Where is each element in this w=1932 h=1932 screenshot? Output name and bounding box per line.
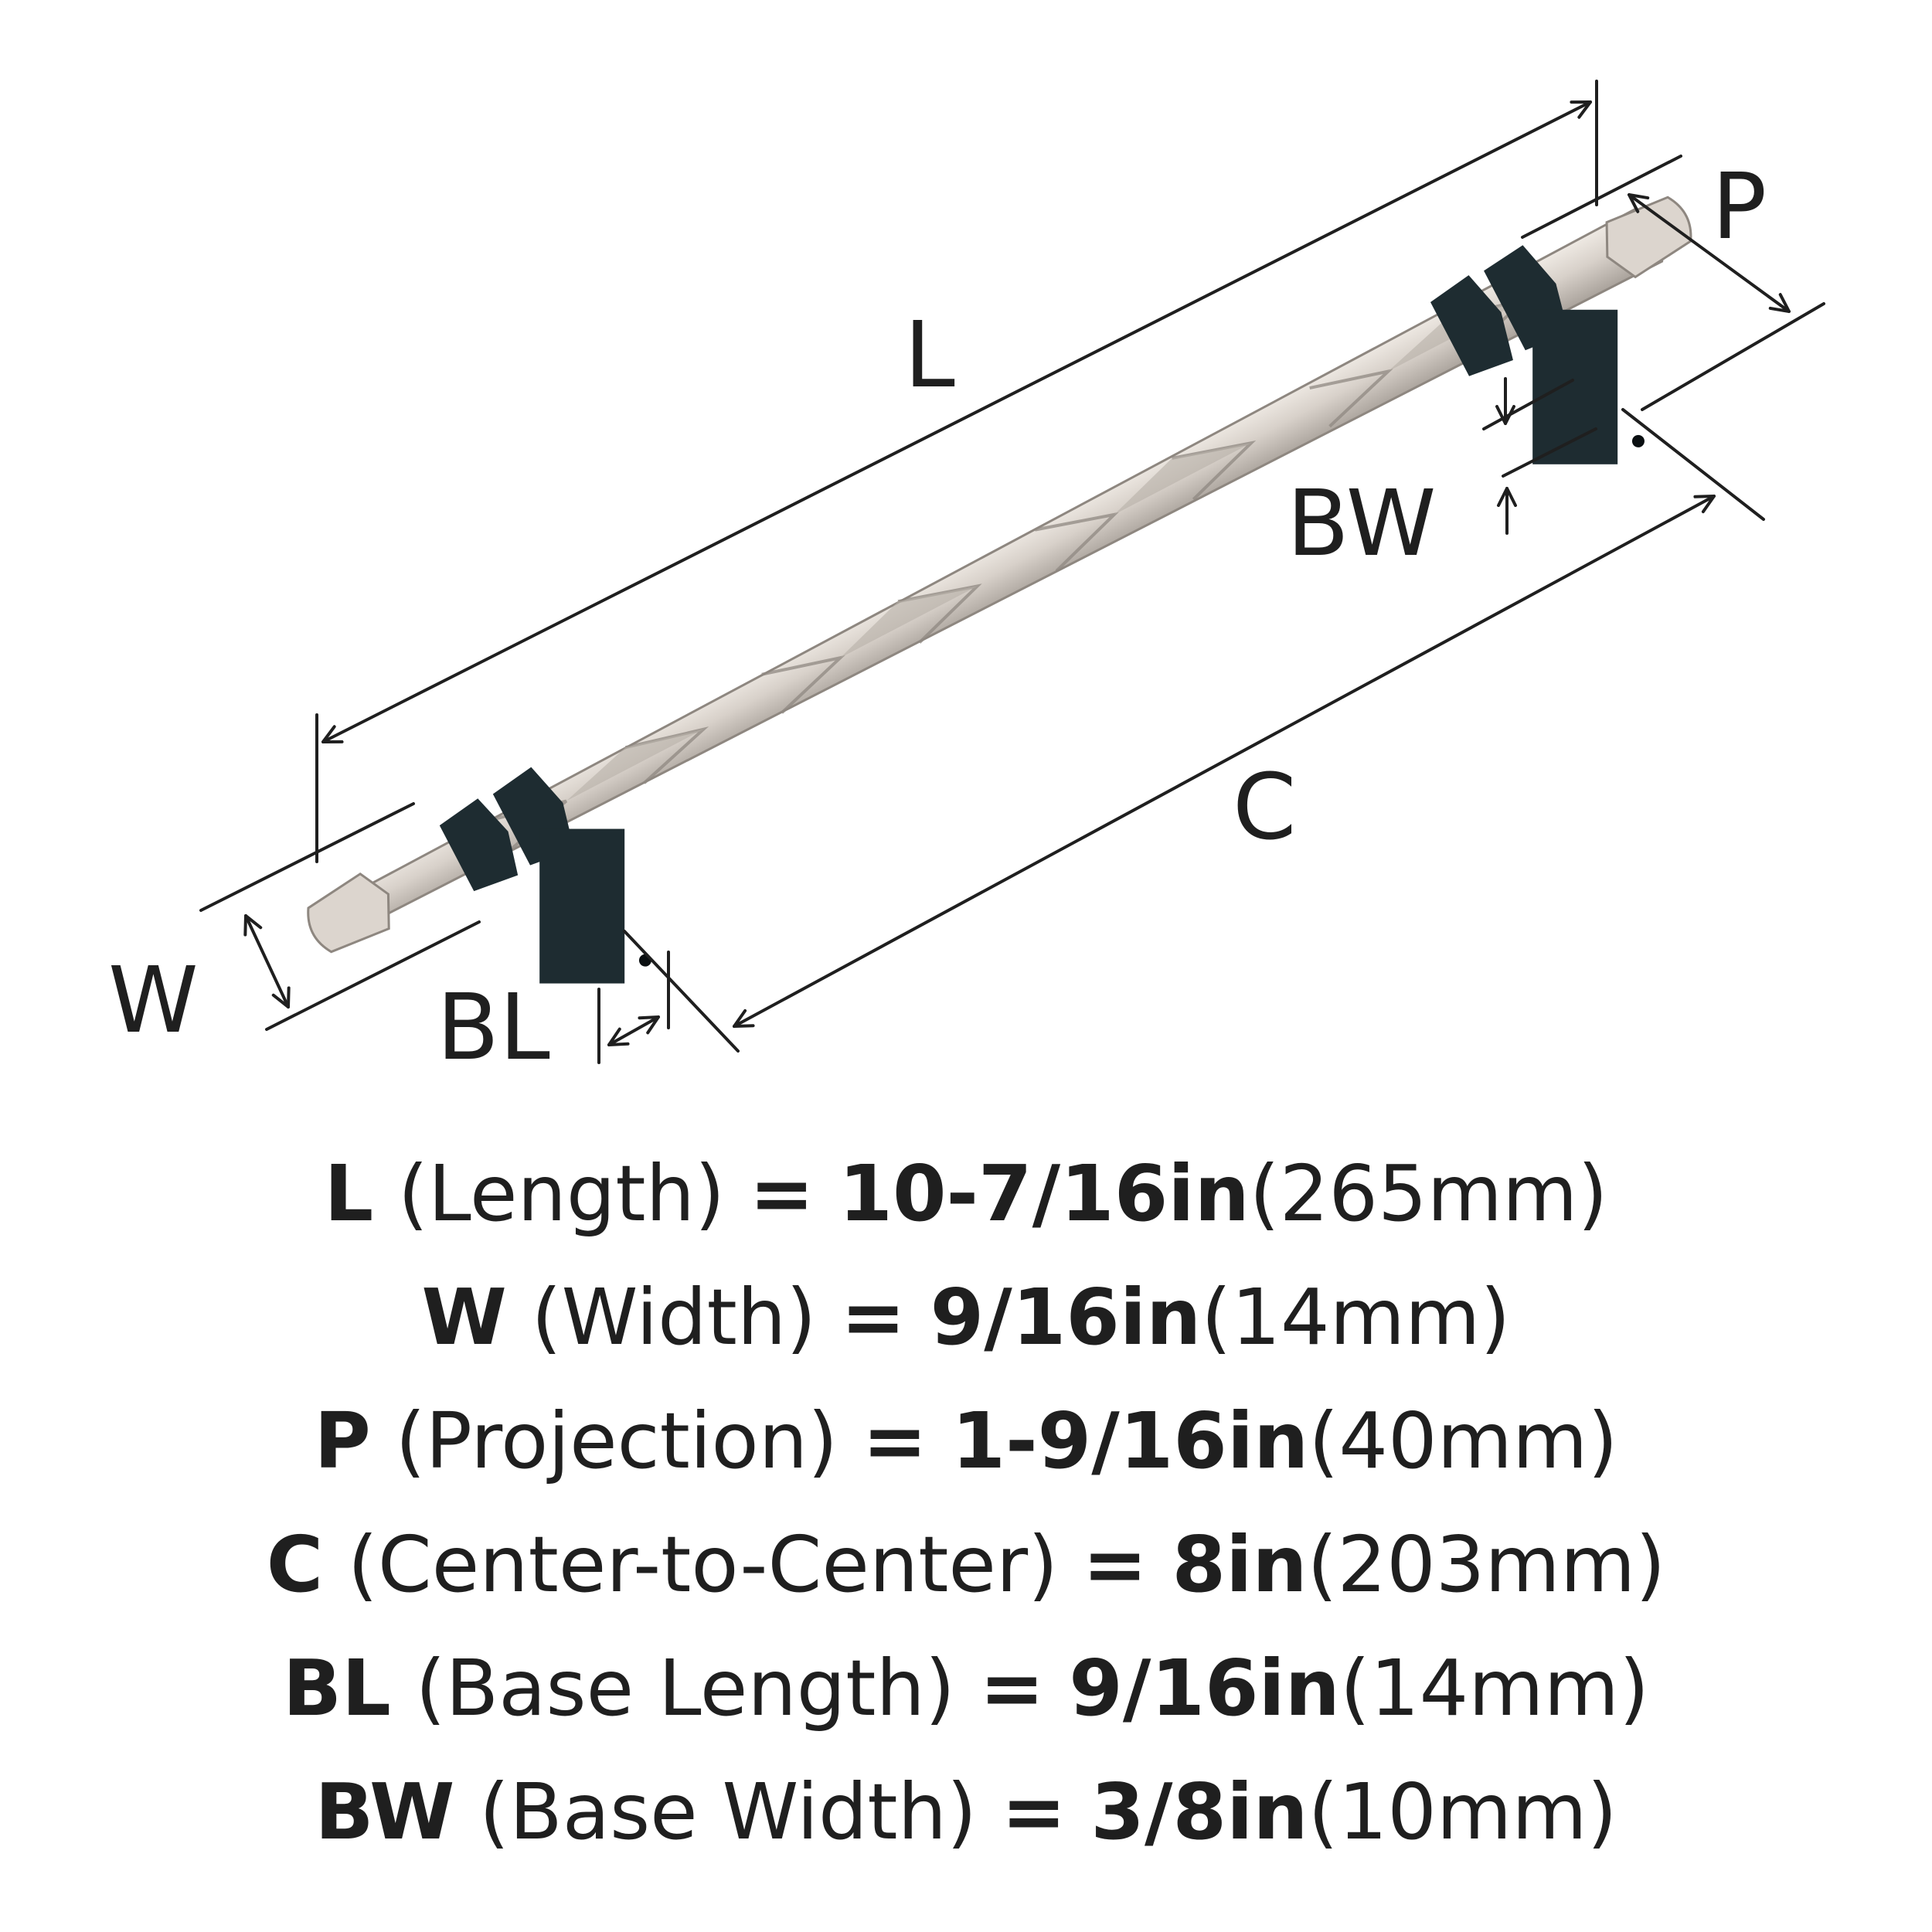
projection-dimension-line [1628, 193, 1791, 313]
spec-equals: = [749, 1148, 815, 1239]
projection-label: P [1712, 153, 1767, 260]
spec-key: BL [282, 1643, 391, 1733]
spec-metric-value: (14mm) [1340, 1643, 1650, 1733]
handle-bar [307, 196, 1692, 984]
spec-metric-value: (40mm) [1308, 1396, 1618, 1486]
center-dimension-line [733, 495, 1716, 1028]
spec-description: (Width) [531, 1272, 817, 1362]
dimension-lines [199, 80, 1825, 1064]
width-dimension-line [243, 914, 291, 1009]
base-width-label: BW [1287, 470, 1436, 577]
center-extension-left [623, 930, 740, 1053]
cabinet-pull-dimension-diagram: L W P C BL BW [108, 80, 1825, 1080]
spec-key: C [266, 1519, 324, 1610]
spec-metric-value: (10mm) [1308, 1767, 1617, 1857]
spec-imperial-value: 9/16in [930, 1272, 1202, 1362]
spec-key: P [314, 1396, 371, 1486]
spec-imperial-value: 9/16in [1069, 1643, 1340, 1733]
spec-key: L [324, 1148, 374, 1239]
length-label: L [904, 301, 955, 408]
spec-key: BW [315, 1767, 455, 1857]
projection-extension-top [1521, 155, 1682, 239]
spec-imperial-value: 8in [1172, 1519, 1308, 1610]
spec-equals: = [1082, 1519, 1148, 1610]
spec-metric-value: (14mm) [1201, 1272, 1511, 1362]
width-label: W [108, 947, 199, 1053]
spec-description: (Base Length) [415, 1643, 955, 1733]
spec-row-center-to-center: C (Center-to-Center) = 8in(203mm) [0, 1503, 1932, 1627]
spec-description: (Center-to-Center) [347, 1519, 1059, 1610]
width-extension-bottom [265, 920, 481, 1031]
spec-equals: = [862, 1396, 927, 1486]
spec-description: (Projection) [395, 1396, 838, 1486]
left-base [439, 767, 651, 984]
spec-key: W [421, 1272, 507, 1362]
spec-row-projection: P (Projection) = 1-9/16in(40mm) [0, 1379, 1932, 1503]
spec-metric-value: (265mm) [1249, 1148, 1608, 1239]
spec-imperial-value: 10-7/16in [838, 1148, 1250, 1239]
width-extension-top [199, 802, 415, 912]
spec-description: (Length) [398, 1148, 725, 1239]
spec-row-width: W (Width) = 9/16in(14mm) [0, 1256, 1932, 1379]
spec-imperial-value: 3/8in [1090, 1767, 1308, 1857]
projection-extension-bottom [1641, 302, 1825, 411]
spec-metric-value: (203mm) [1307, 1519, 1666, 1610]
center-label: C [1233, 753, 1296, 860]
handle-left-end [307, 872, 390, 954]
spec-equals: = [979, 1643, 1045, 1733]
spec-equals: = [841, 1272, 906, 1362]
spec-description: (Base Width) [479, 1767, 978, 1857]
dimension-spec-list: L (Length) = 10-7/16in(265mm) W (Width) … [0, 1132, 1932, 1874]
spec-row-base-length: BL (Base Length) = 9/16in(14mm) [0, 1627, 1932, 1750]
base-width-extension-bottom [1502, 427, 1597, 478]
spec-imperial-value: 1-9/16in [951, 1396, 1309, 1486]
base-length-label: BL [437, 974, 550, 1080]
base-length-dimension-line [607, 1015, 660, 1046]
spec-row-base-width: BW (Base Width) = 3/8in(10mm) [0, 1750, 1932, 1874]
spec-row-length: L (Length) = 10-7/16in(265mm) [0, 1132, 1932, 1256]
center-extension-right [1621, 408, 1765, 521]
length-dimension-line [321, 100, 1592, 743]
spec-equals: = [1001, 1767, 1066, 1857]
